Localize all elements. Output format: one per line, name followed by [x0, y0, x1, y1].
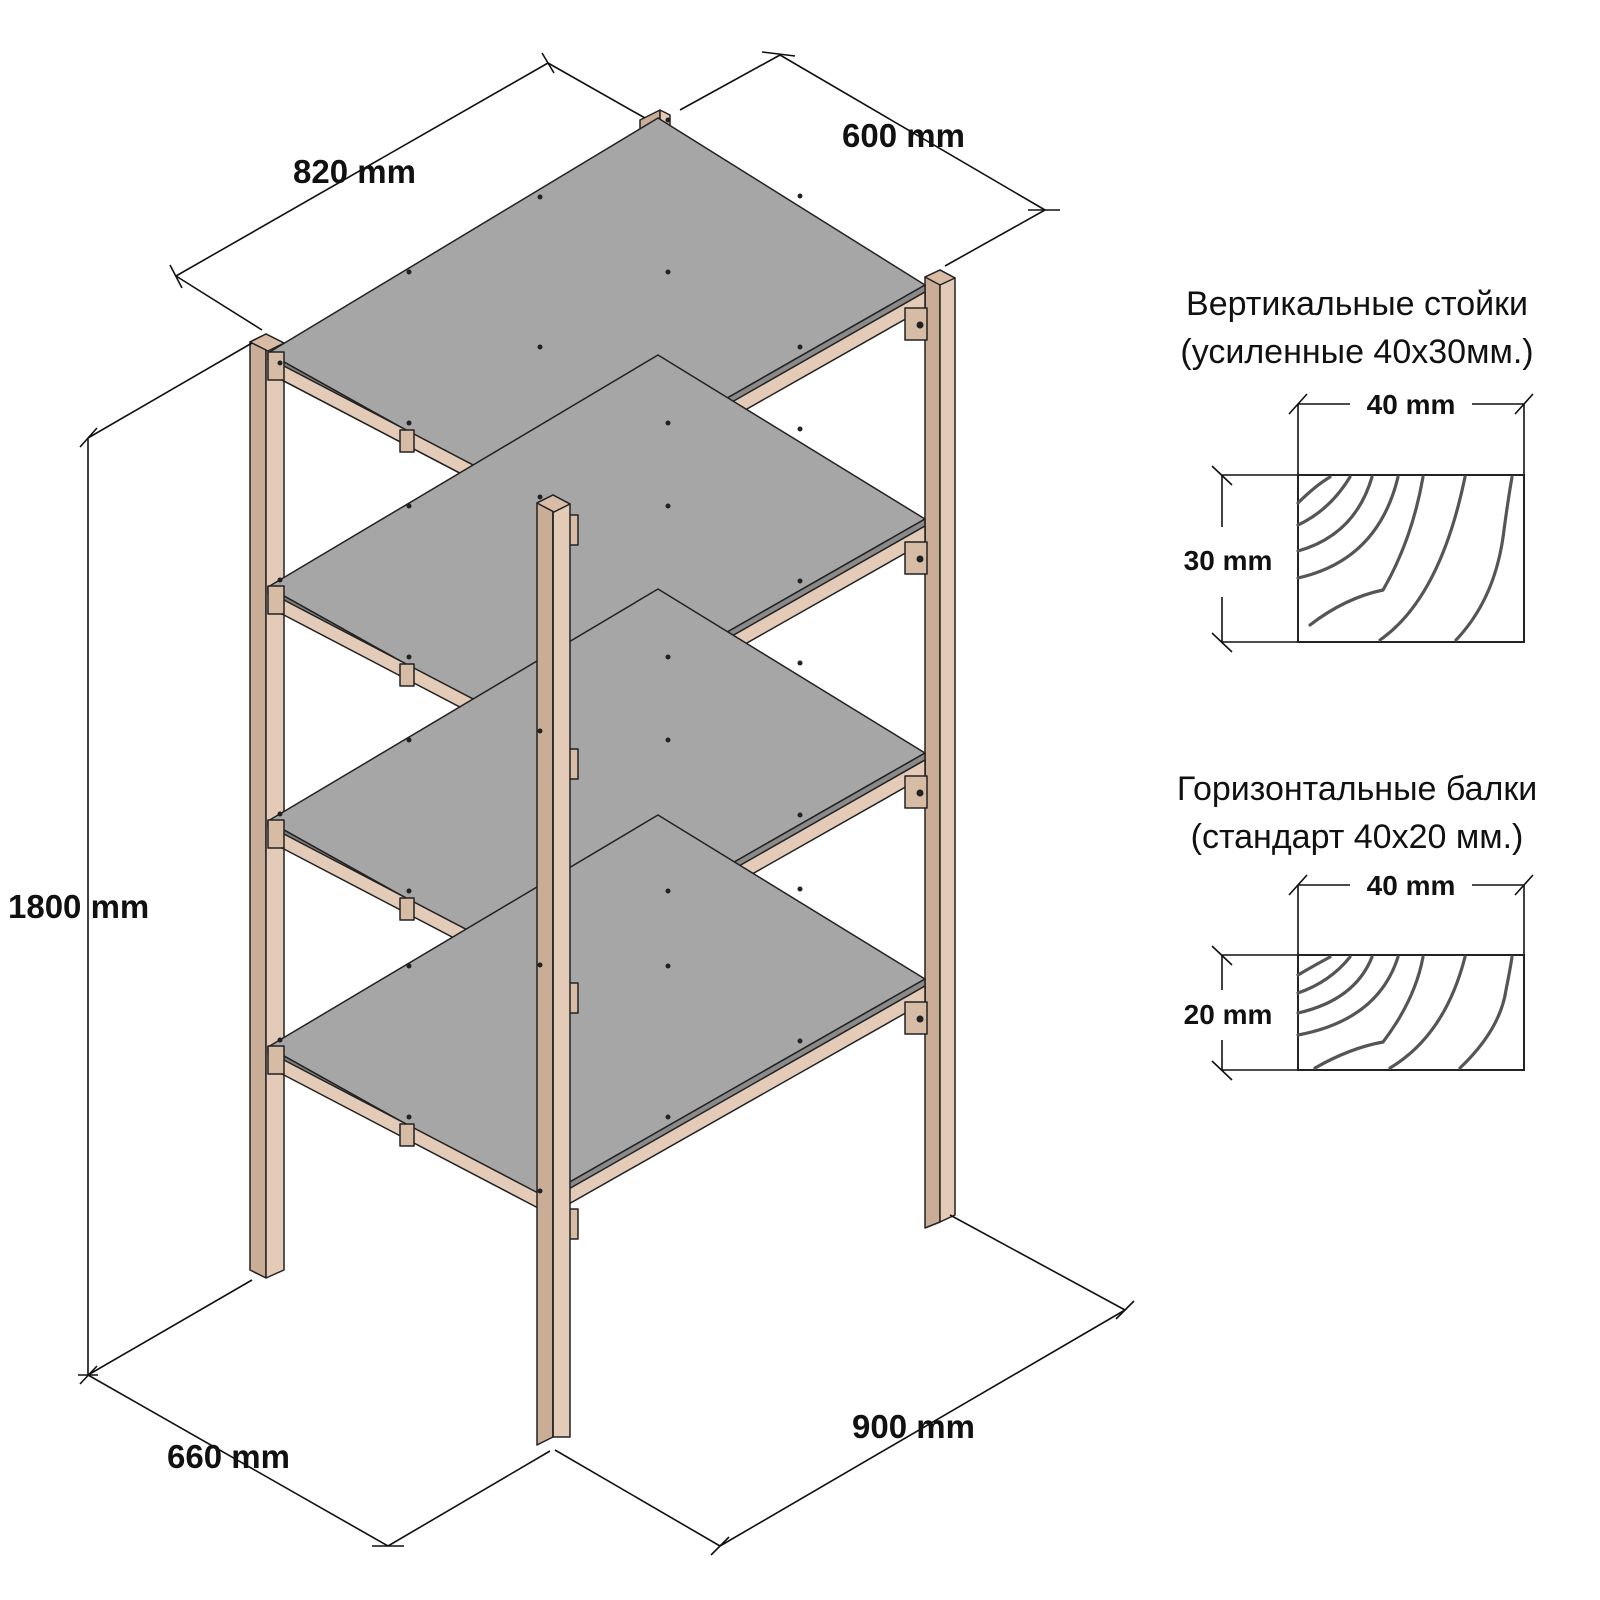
- vertical-post-section: Вертикальные стойки (усиленные 40х30мм.)…: [1180, 285, 1534, 653]
- horizontal-subtitle: (стандарт 40х20 мм.): [1191, 818, 1524, 856]
- dim-label-900: 900 mm: [852, 1408, 975, 1445]
- vertical-width-label: 40 mm: [1367, 389, 1456, 420]
- shelf-4: [267, 814, 926, 1210]
- bolts: [916, 321, 924, 1023]
- post-front: [536, 494, 571, 1446]
- dim-label-660: 660 mm: [167, 1438, 290, 1475]
- vertical-height-label: 30 mm: [1184, 545, 1273, 576]
- beam-ends-right: [904, 307, 928, 1035]
- dimension-lines: [78, 51, 1135, 1556]
- shelving-unit: [249, 109, 956, 1446]
- dim-label-1800: 1800 mm: [8, 888, 149, 925]
- horizontal-width-label: 40 mm: [1367, 870, 1456, 901]
- post-left: [249, 333, 285, 1279]
- horizontal-title: Горизонтальные балки: [1177, 770, 1537, 808]
- horizontal-wood-section: [1296, 954, 1525, 1071]
- horizontal-height-label: 20 mm: [1184, 999, 1273, 1030]
- vertical-subtitle: (усиленные 40х30мм.): [1180, 333, 1533, 371]
- vertical-wood-section: [1296, 474, 1525, 643]
- beam-ends-left: [267, 351, 415, 1147]
- dim-label-600: 600 mm: [842, 117, 965, 154]
- screw-dots: [277, 117, 803, 1194]
- vertical-title: Вертикальные стойки: [1186, 285, 1528, 323]
- horizontal-beam-section: Горизонтальные балки (стандарт 40х20 мм.…: [1177, 770, 1537, 1081]
- dim-label-820: 820 mm: [293, 153, 416, 190]
- post-right: [924, 269, 956, 1229]
